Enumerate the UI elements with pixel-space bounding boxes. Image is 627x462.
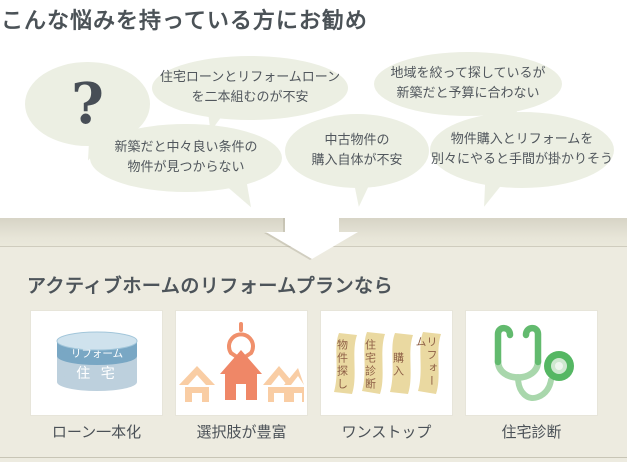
card-label-inspection: 住宅診断: [501, 423, 562, 441]
bubble-tail: [226, 179, 255, 213]
bubble-text-line: 新築だと予算に合わない: [396, 86, 540, 101]
process-ribbons-icon: [333, 332, 441, 394]
bubble-loan: 住宅ローンとリフォームローン を二本組むのが不安: [152, 56, 348, 120]
process-step: 購入: [391, 352, 405, 378]
solution-heading: アクティブホームのリフォームプランなら: [27, 275, 394, 297]
bubble-newbuild: 新築だと中々良い条件の 物件が見つからない: [90, 124, 282, 192]
bubble-text-line: 購入自体が不安: [311, 153, 403, 168]
problems-heading: こんな悩みを持っている方にお勧め: [1, 8, 368, 34]
process-step: 物件探し: [335, 339, 349, 391]
bubble-question-mark: ?: [25, 62, 150, 146]
down-arrow-icon: [266, 217, 358, 259]
bubble-text-line: 中古物件の: [324, 132, 390, 148]
loan-cylinder-icon: リフォーム 住 宅: [56, 331, 137, 391]
card-label-choices: 選択肢が豊富: [196, 423, 287, 441]
process-step: リフォーム: [414, 336, 438, 388]
houses-crane-icon: [179, 322, 304, 402]
bubble-text-line: 地域を絞って探しているが: [390, 65, 546, 81]
card-one-stop: [320, 310, 453, 416]
card-label-onestop: ワンストップ: [341, 423, 432, 441]
question-mark-icon: ?: [71, 71, 104, 137]
cylinder-body-label: 住 宅: [76, 366, 117, 382]
bubble-text-line: を二本組むのが不安: [191, 90, 309, 105]
bubble-used-property: 中古物件の 購入自体が不安: [285, 114, 429, 188]
bubble-text-line: 新築だと中々良い条件の: [114, 139, 258, 155]
card-home-inspection: [465, 310, 598, 416]
stethoscope-icon: [494, 324, 574, 401]
bubble-tail: [350, 179, 372, 208]
card-rich-choices: [175, 310, 308, 416]
bubble-text-line: 物件が見つからない: [127, 160, 245, 175]
card-loan-consolidation: リフォーム 住 宅: [30, 310, 163, 416]
bubble-text-line: 物件購入とリフォームを: [450, 131, 594, 147]
bottom-divider: [0, 457, 627, 458]
bubble-text-line: 別々にやると手間が掛かりそう: [430, 152, 613, 167]
card-label-loan: ローン一本化: [51, 423, 142, 441]
bubble-separate-effort: 物件購入とリフォームを 別々にやると手間が掛かりそう: [430, 112, 614, 188]
process-step: 住宅診断: [363, 339, 377, 391]
bubble-region: 地域を絞って探しているが 新築だと予算に合わない: [374, 52, 562, 116]
bubble-text-line: 住宅ローンとリフォームローン: [159, 69, 341, 85]
cylinder-band-label: リフォーム: [70, 348, 122, 360]
